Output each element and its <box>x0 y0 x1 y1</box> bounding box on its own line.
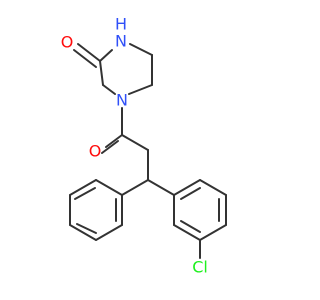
chlorophenyl-bond-1 <box>173 179 201 196</box>
chlorophenyl-bond-4 <box>199 224 227 241</box>
bond-c2-o-b <box>73 49 97 68</box>
atom-label-amide-nh: N H <box>115 15 127 51</box>
chlorophenyl-bond-2 <box>199 179 227 196</box>
bond-n1-c2 <box>99 49 113 62</box>
chlorophenyl-ring <box>173 179 227 259</box>
amide-hydrogen-label: H <box>115 15 127 34</box>
phenyl-inner-2 <box>76 223 97 234</box>
chlorophenyl-inner-3 <box>180 220 201 233</box>
bond-cco-ch2 <box>121 134 149 151</box>
atom-label-ring-oxygen: O <box>61 33 74 52</box>
bond-cco-o-b <box>101 140 119 154</box>
chlorophenyl-inner-1 <box>180 187 201 200</box>
bond-ch-chlorophenyl <box>147 179 175 196</box>
ketone-oxygen-label: O <box>89 142 102 161</box>
phenyl-bond-4 <box>69 224 97 241</box>
piperazinone-ring <box>73 43 153 95</box>
amide-nitrogen-label: N <box>115 32 127 51</box>
bond-cco-o-a <box>105 134 123 148</box>
bond-c3-n4 <box>102 84 116 95</box>
bond-ch-phenyl <box>121 179 149 196</box>
bond-c2-c3 <box>99 60 104 86</box>
atom-label-amine-n: N <box>116 91 128 110</box>
phenyl-bond-1 <box>95 179 123 196</box>
bond-n4-c5 <box>128 84 153 95</box>
chlorine-label: Cl <box>192 258 208 277</box>
amine-nitrogen-label: N <box>116 91 128 110</box>
phenyl-ring <box>69 179 123 241</box>
atom-label-ketone-oxygen: O <box>89 142 102 161</box>
propanoyl-chain <box>101 107 175 196</box>
phenyl-bond-5 <box>95 224 123 241</box>
phenyl-inner-1 <box>74 187 96 200</box>
molecule-structure: O N H N O Cl <box>61 15 227 277</box>
chlorophenyl-bond-5 <box>173 224 201 241</box>
bond-c2-o-a <box>77 43 101 62</box>
phenyl-bond-2 <box>69 179 97 196</box>
ring-oxygen-label: O <box>61 33 74 52</box>
bond-c6-n1 <box>129 43 153 56</box>
atom-label-chlorine: Cl <box>192 258 208 277</box>
